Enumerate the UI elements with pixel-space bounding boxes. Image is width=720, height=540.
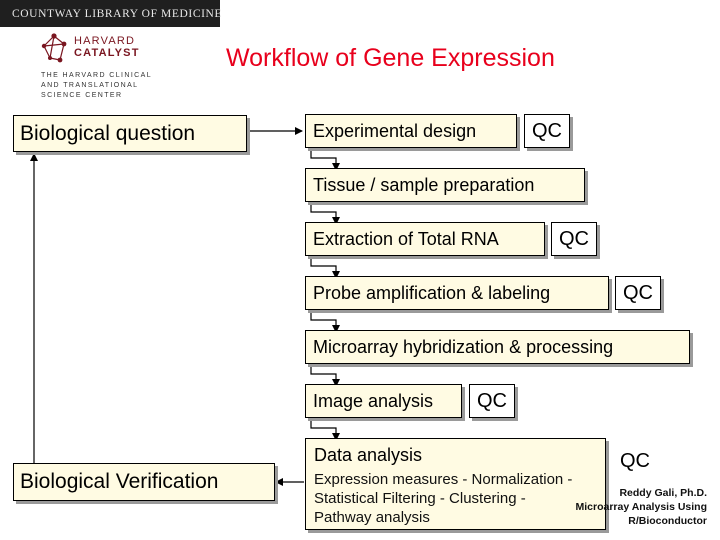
connector-tissue-to-extraction [310,202,340,225]
connector-probe-to-hybridization [310,310,340,333]
biological-question-label: Biological question [20,121,196,145]
connector-extraction-to-probe [310,256,340,279]
microarray-hybridization-label: Microarray hybridization & processing [313,336,614,357]
image-analysis-box: Image analysis [305,384,462,418]
probe-amplification-label: Probe amplification & labeling [313,282,551,303]
credit-line-2: Microarray Analysis Using [575,501,708,513]
connector-image-to-data [310,418,340,441]
author-credit: Reddy Gali, Ph.D. Microarray Analysis Us… [576,486,708,528]
logo-sub-line-3: SCIENCE CENTER [41,92,123,99]
experimental-design-label: Experimental design [313,120,477,141]
network-nodes-icon [41,33,67,63]
qc-label-data: QC [612,446,658,476]
qc-badge-image: QC [469,384,515,418]
logo-line-2: CATALYST [74,47,140,59]
data-analysis-title: Data analysis [314,445,423,465]
logo-sub-line-1: THE HARVARD CLINICAL [41,72,152,79]
qc-label: QC [532,119,562,142]
logo-wordmark: HARVARD CATALYST [74,35,140,59]
qc-badge-design: QC [524,114,570,148]
data-analysis-box: Data analysis Expression measures - Norm… [305,438,606,530]
rna-extraction-box: Extraction of Total RNA [305,222,545,256]
qc-label: QC [477,389,507,412]
image-analysis-label: Image analysis [313,390,434,411]
page-title: Workflow of Gene Expression [226,44,555,72]
logo-line-1: HARVARD [74,35,136,47]
qc-badge-extraction: QC [551,222,597,256]
credit-line-3: R/Bioconductor [628,515,707,527]
experimental-design-box: Experimental design [305,114,517,148]
logo-sub-line-2: AND TRANSLATIONAL [41,82,139,89]
logo-subtitle: THE HARVARD CLINICAL AND TRANSLATIONAL S… [41,71,152,101]
qc-badge-probe: QC [615,276,661,310]
tissue-preparation-box: Tissue / sample preparation [305,168,585,202]
probe-amplification-box: Probe amplification & labeling [305,276,609,310]
qc-label: QC [623,281,653,304]
connector-hybridization-to-image [310,364,340,387]
biological-question-box: Biological question [13,115,247,152]
rna-extraction-label: Extraction of Total RNA [313,228,499,249]
biological-verification-label: Biological Verification [20,470,219,493]
harvard-catalyst-logo: HARVARD CATALYST THE HARVARD CLINICAL AN… [36,32,156,102]
connector-design-to-tissue [310,148,340,171]
data-analysis-description: Expression measures - Normalization - St… [314,471,573,526]
microarray-hybridization-box: Microarray hybridization & processing [305,330,690,364]
tissue-preparation-label: Tissue / sample preparation [313,174,535,195]
qc-label: QC [620,449,650,472]
banner-text: COUNTWAY LIBRARY OF MEDICINE [12,7,223,20]
credit-line-1: Reddy Gali, Ph.D. [619,487,707,499]
countway-library-banner: COUNTWAY LIBRARY OF MEDICINE [0,0,223,27]
qc-label: QC [559,227,589,250]
biological-verification-box: Biological Verification [13,463,275,501]
